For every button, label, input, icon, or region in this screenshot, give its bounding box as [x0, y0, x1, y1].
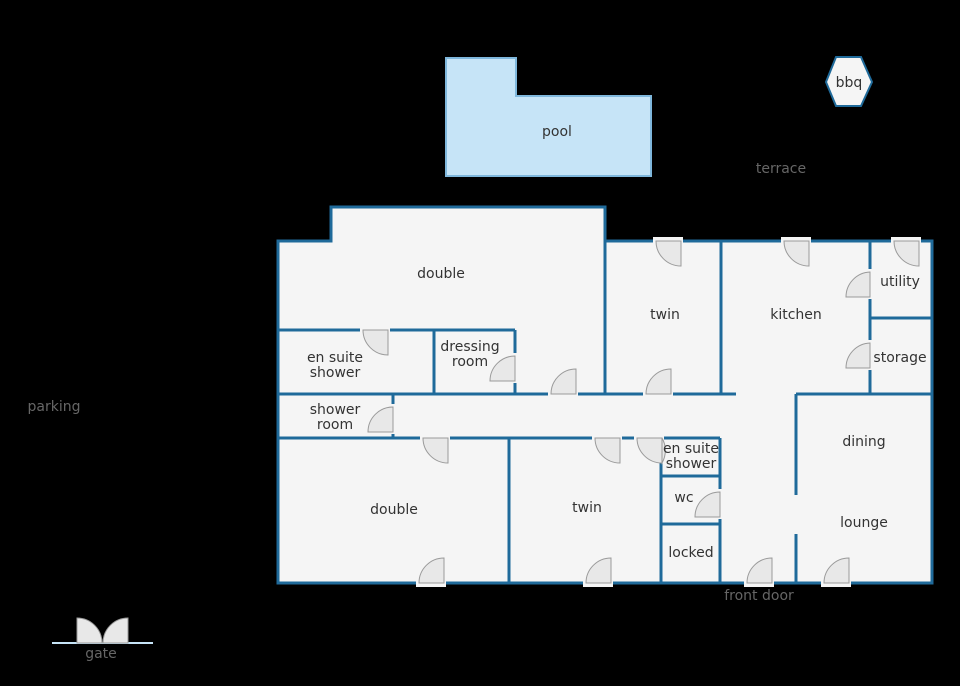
door-twin-top: [655, 240, 682, 267]
room-en-suite-top-line2: shower: [310, 365, 361, 381]
door-kitchen-top: [783, 240, 810, 267]
room-shower-line2: room: [317, 417, 353, 433]
room-shower-line1: shower: [310, 402, 361, 418]
room-dressing-line2: room: [452, 354, 488, 370]
room-utility: utility: [880, 274, 920, 290]
door-shower-room: [367, 406, 394, 433]
door-storage: [845, 342, 871, 369]
room-double-bottom: double: [370, 502, 418, 518]
doors: [360, 237, 921, 587]
terrace-label: terrace: [756, 161, 806, 177]
room-storage: storage: [873, 350, 926, 366]
room-en-suite-mid-line1: en suite: [663, 441, 719, 457]
pool-label: pool: [542, 124, 572, 140]
room-double-top: double: [417, 266, 465, 282]
door-double-bottom-exterior: [418, 557, 445, 584]
door-dressing-room: [489, 355, 516, 382]
door-wc: [694, 491, 721, 518]
gate-right-icon: [102, 617, 129, 644]
front-door-label: front door: [724, 588, 794, 604]
room-locked: locked: [668, 545, 713, 561]
gate-left-icon: [76, 617, 103, 644]
room-dressing-line1: dressing: [440, 339, 499, 355]
gate: [52, 617, 153, 644]
door-en-suite-top: [362, 329, 389, 356]
room-lounge: lounge: [840, 515, 888, 531]
room-kitchen: kitchen: [770, 307, 822, 323]
room-en-suite-mid-line2: shower: [666, 456, 717, 472]
door-lounge-exterior: [823, 557, 850, 584]
room-twin-top: twin: [650, 307, 680, 323]
door-twin-top-corridor: [645, 368, 672, 395]
door-twin-bottom-exterior: [585, 557, 612, 584]
room-twin-bottom: twin: [572, 500, 602, 516]
bbq-label: bbq: [836, 75, 863, 91]
bbq-area: [824, 56, 874, 107]
door-utility-top: [893, 240, 920, 267]
door-twin-bottom: [594, 437, 621, 464]
room-en-suite-top-line1: en suite: [307, 350, 363, 366]
gate-label: gate: [85, 646, 117, 662]
room-dining: dining: [842, 434, 885, 450]
door-double-top: [550, 368, 577, 395]
front-door[interactable]: [746, 557, 773, 584]
parking-label: parking: [28, 399, 81, 415]
door-double-bottom: [422, 437, 449, 464]
room-wc: wc: [674, 490, 693, 506]
pool-area: [445, 57, 652, 177]
door-utility: [845, 271, 871, 298]
